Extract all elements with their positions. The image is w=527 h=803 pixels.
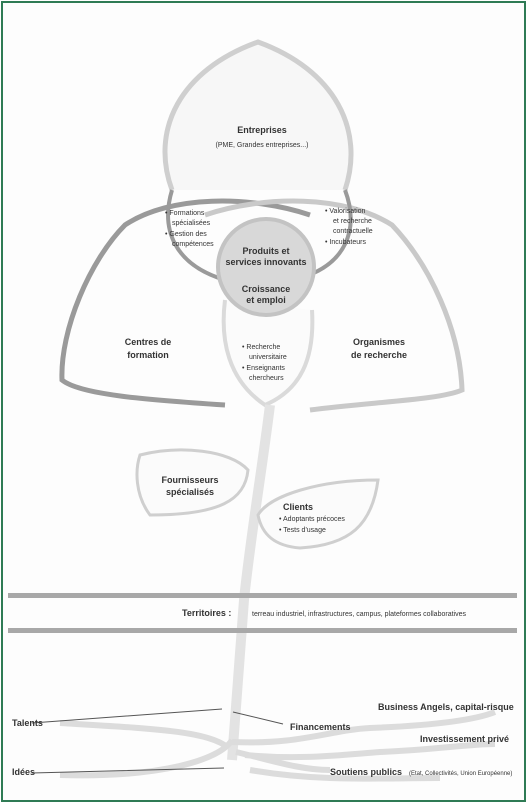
overlap-left-top-line1: • Formations (165, 210, 205, 217)
root-soutiens-detail: (Etat, Collectivités, Union Européenne) (409, 771, 512, 777)
petal-centres-formation-line1: Centres de (125, 337, 172, 347)
overlap-bottom-line3: • Enseignants (242, 365, 285, 372)
petal-organismes-recherche-line2: de recherche (351, 350, 407, 360)
overlap-bottom-line4: chercheurs (249, 375, 284, 382)
petal-centres-formation (59, 198, 311, 408)
overlap-right-top-line3: contractuelle (333, 228, 373, 235)
leaf-clients-title: Clients (283, 502, 313, 512)
leaf-fournisseurs-line1: Fournisseurs (161, 475, 218, 485)
leaf-clients (256, 478, 380, 550)
leaf-clients-item1: • Adoptants précoces (279, 516, 345, 523)
petal-entreprises-subtitle: (PME, Grandes entreprises...) (216, 142, 309, 149)
overlap-right-top-line2: et recherche (333, 218, 372, 225)
pointer-lines (31, 708, 284, 774)
petal-organismes-recherche-line1: Organismes (353, 337, 405, 347)
petal-centres-formation-line2: formation (127, 350, 169, 360)
overlap-left-top-line2: spécialisées (172, 220, 211, 227)
roots (59, 709, 497, 782)
ground-description: terreau industriel, infrastructures, cam… (252, 611, 466, 618)
overlap-bottom-line1: • Recherche (242, 344, 280, 351)
center-line3: Croissance (242, 284, 291, 294)
leaf-clients-item2: • Tests d'usage (279, 527, 326, 534)
petal-entreprises (162, 39, 354, 191)
center-line4: et emploi (246, 295, 286, 305)
ground-band-bottom (8, 628, 517, 633)
center-line1: Produits et (242, 246, 289, 256)
overlap-left-top-line3: • Gestion des (165, 231, 207, 238)
center-circle (216, 217, 316, 317)
overlap-right-top-line4: • Incubateurs (325, 239, 366, 246)
ground-band-top (8, 593, 517, 598)
overlap-bottom-line2: universitaire (249, 354, 287, 361)
root-business-angels: Business Angels, capital-risque (378, 702, 514, 712)
stem (227, 404, 275, 761)
petal-organismes-recherche (204, 198, 465, 413)
root-talents: Talents (12, 718, 43, 728)
root-financements: Financements (290, 722, 351, 732)
ground-label: Territoires : (182, 608, 231, 618)
root-investissement-prive: Investissement privé (420, 734, 509, 744)
overlap-left-top-line4: compétences (172, 241, 214, 248)
overlap-right-top-line1: • Valorisation (325, 208, 366, 215)
root-soutiens-publics: Soutiens publics (330, 767, 402, 777)
center-line2: services innovants (225, 257, 306, 267)
leaf-fournisseurs (135, 448, 250, 517)
root-idees: Idées (12, 767, 35, 777)
petal-entreprises-title: Entreprises (237, 125, 287, 135)
leaf-fournisseurs-line2: spécialisés (166, 487, 214, 497)
